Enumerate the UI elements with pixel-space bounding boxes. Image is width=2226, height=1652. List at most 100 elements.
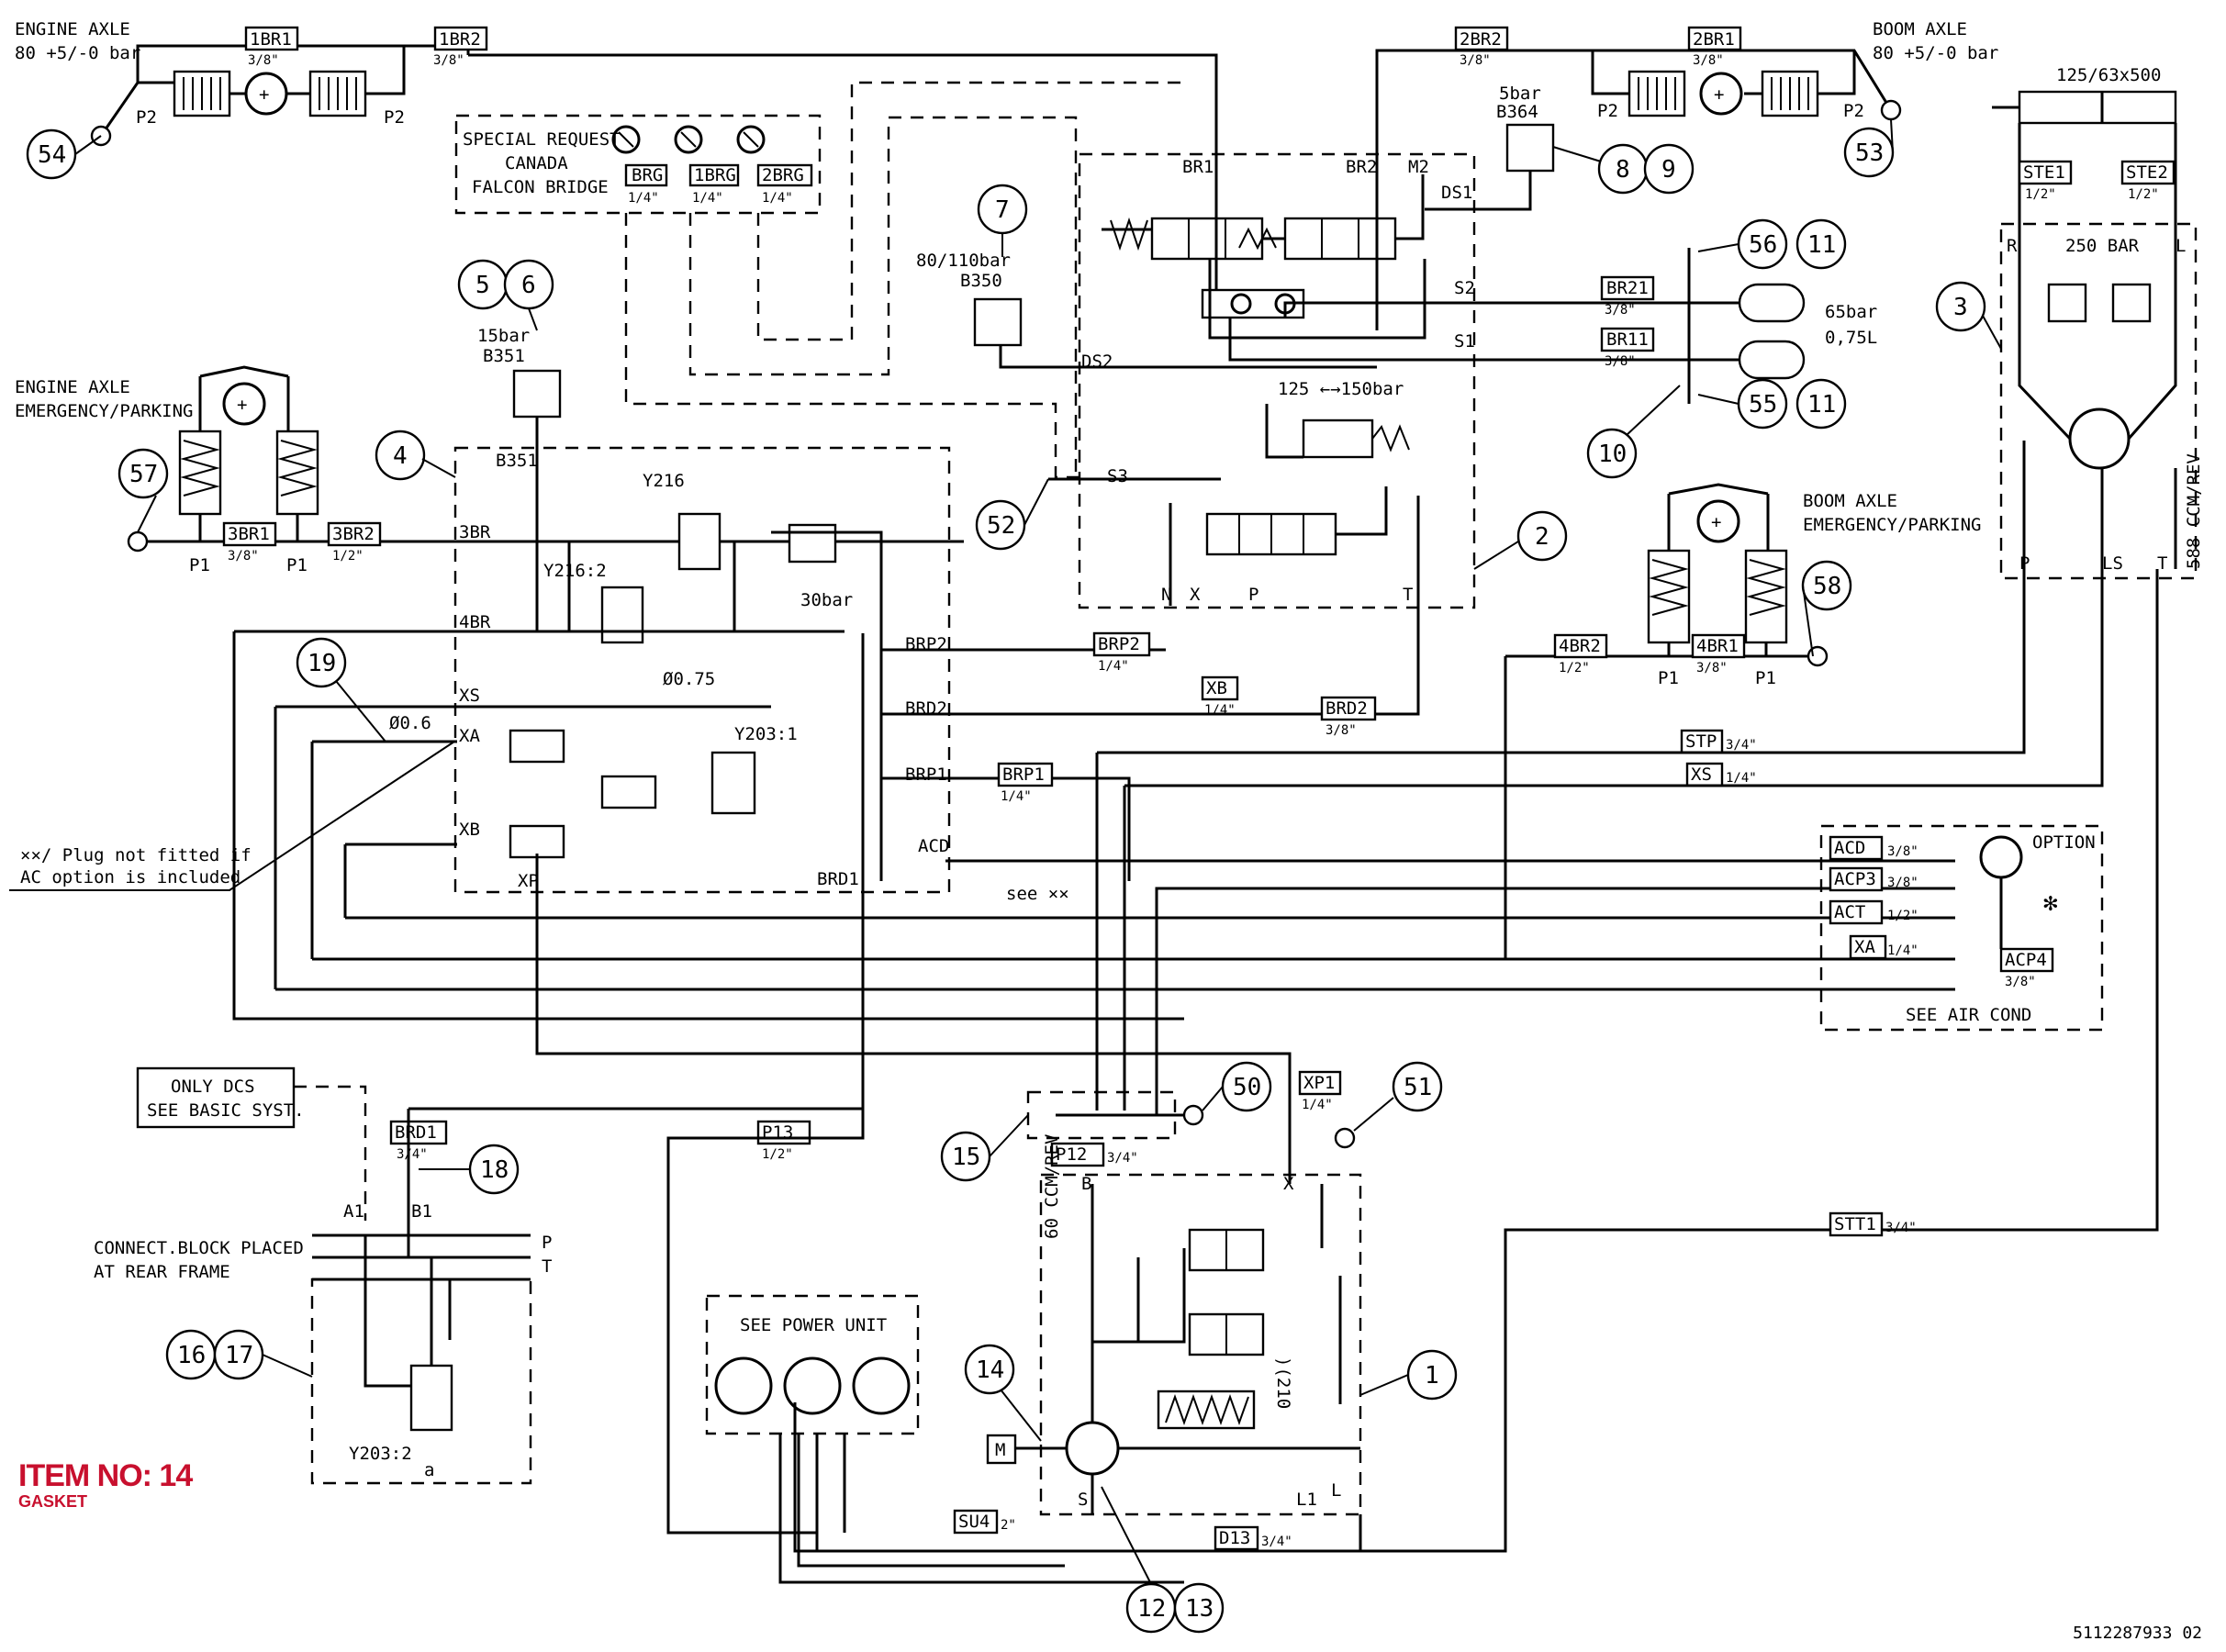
port-r: R [2007, 236, 2018, 256]
test-point-53 [1880, 99, 1902, 121]
label-b350: B350 [960, 271, 1002, 291]
hose-XP1-id: XP1 [1303, 1073, 1335, 1093]
port-3br: 3BR [459, 522, 491, 542]
label-orifice-06: Ø0.6 [389, 713, 431, 733]
callout-57: 57 [117, 448, 169, 499]
callout-8: 8 [1597, 143, 1649, 195]
label-y203-1: Y203:1 [734, 724, 798, 744]
port-p2c: P2 [1597, 101, 1618, 121]
callout-56: 56 [1737, 218, 1788, 270]
brake-valve-right [1283, 217, 1397, 261]
port-p2d: P2 [1843, 101, 1864, 121]
label-connect-block-1: CONNECT.BLOCK PLACED [94, 1238, 304, 1258]
callout-52: 52 [975, 499, 1026, 551]
label-see-xx: see ×× [1006, 884, 1069, 904]
port-ds2: DS2 [1081, 352, 1113, 372]
accumulators: 65bar 0,75L BR21 3/8" BR11 3/8" [1600, 248, 1877, 404]
callout-54: 54 [26, 128, 77, 180]
hose-XS-size: 1/4" [1726, 771, 1757, 786]
callout-3: 3 [1935, 281, 1986, 332]
svg-text:55: 55 [1749, 391, 1777, 419]
pump-symbol [714, 1356, 773, 1415]
connect-block-16-17: ONLY DCS SEE BASIC SYST. BRD1 3/4" A1 B1… [94, 1066, 865, 1485]
svg-text:18: 18 [480, 1156, 509, 1184]
callout-50: 50 [1221, 1061, 1272, 1112]
brake-valve-left [1150, 217, 1264, 261]
gauge-icon [674, 125, 703, 154]
port-a: a [424, 1460, 434, 1480]
engine-axle-brake-group: ENGINE AXLE 80 +5/-0 bar + P2 P2 1BR1 3/… [15, 19, 1218, 294]
hose-BRD2-size: 3/8" [1326, 723, 1357, 738]
svg-text:54: 54 [38, 141, 66, 169]
steering-cylinder [2018, 90, 2177, 125]
port-n: N [1161, 585, 1171, 605]
svg-text:17: 17 [225, 1342, 253, 1369]
steering-unit-3: 125/63x500 STE1 1/2" STE2 1/2" R L 250 B… [1992, 65, 2204, 580]
port-xa: XA [459, 726, 480, 746]
ac-compressor-symbol [1979, 835, 2023, 879]
port-p-rear: P [542, 1233, 552, 1253]
main-pump-symbol [1065, 1421, 1120, 1476]
port-x: X [1190, 585, 1201, 605]
callout-12: 12 [1125, 1582, 1177, 1634]
hose-SU4-size: 2" [1001, 1518, 1016, 1533]
svg-text:50: 50 [1233, 1074, 1261, 1101]
hose-1BR2 [433, 26, 488, 51]
svg-text:+: + [1714, 84, 1724, 105]
hose-ACP3-size: 3/8" [1887, 876, 1918, 890]
hose-P13-id: BRD1 [395, 1122, 437, 1143]
only-dcs-box [136, 1066, 296, 1129]
label-option: OPTION [2032, 832, 2096, 853]
hose-3BR2-size: 1/2" [332, 549, 364, 564]
label-y203-2: Y203:2 [349, 1444, 412, 1464]
svg-text:16: 16 [177, 1342, 206, 1369]
hose-STT1-size: 3/4" [1885, 1221, 1917, 1235]
hose-2BR1-id: 2BR1 [1693, 29, 1735, 50]
port-steer-t: T [2157, 553, 2167, 574]
label-boom-axle-em2: EMERGENCY/PARKING [1803, 515, 1981, 535]
callout-10: 10 [1586, 428, 1638, 479]
accumulator-lower [1738, 340, 1806, 380]
svg-text:58: 58 [1813, 573, 1841, 600]
svg-text:2: 2 [1535, 523, 1549, 551]
callout-6: 6 [503, 259, 554, 310]
label-80-110bar: 80/110bar [916, 251, 1011, 271]
hose-STP-id: STP [1685, 731, 1717, 752]
svg-text:11: 11 [1807, 231, 1836, 259]
hose-3BR1-size: 3/8" [228, 549, 259, 564]
callouts: 54 53 8 9 7 5 6 56 11 55 11 10 3 4 57 2 … [26, 118, 2002, 1634]
label-125-150bar: 125 ←→150bar [1278, 379, 1404, 399]
hose-2BRG-size: 1/4" [762, 191, 793, 206]
hose-XA-size: 1/4" [1887, 943, 1918, 958]
label-65bar: 65bar [1825, 302, 1877, 322]
label-engine-axle-pressure: 80 +5/-0 bar [15, 43, 140, 63]
label-boom-axle: BOOM AXLE [1873, 19, 1967, 39]
hose-BRP2-id: BRP2 [1098, 634, 1140, 654]
callout-17: 17 [213, 1329, 264, 1380]
label-plug-note-2: AC option is included [20, 867, 240, 887]
label-30bar: 30bar [800, 590, 853, 610]
relief-valve-30bar [788, 523, 837, 564]
callout-51: 51 [1392, 1061, 1443, 1112]
port-t: T [1403, 585, 1413, 605]
label-plug-note-1: ××/ Plug not fitted if [20, 845, 252, 865]
boom-axle-brake-group: BOOM AXLE 80 +5/-0 bar + P2 P2 2BR2 3/8"… [1375, 19, 1998, 330]
label-5bar: 5bar [1499, 84, 1541, 104]
port-p1b: P1 [286, 555, 308, 575]
label-b364: B364 [1496, 102, 1538, 122]
port-p1a: P1 [189, 555, 210, 575]
hose-ACP4-id: ACP4 [2005, 950, 2047, 970]
hose-4BR2-size: 1/2" [1559, 661, 1590, 675]
hose-ACP4-size: 3/8" [2005, 975, 2036, 989]
port-p2b: P2 [384, 107, 405, 128]
hose-XS-id: XS [1691, 765, 1712, 785]
hose-2BR1-size: 3/8" [1693, 53, 1724, 68]
svg-text:19: 19 [308, 650, 336, 677]
test-point-50 [1182, 1104, 1204, 1126]
label-see-air-cond: SEE AIR COND [1906, 1005, 2031, 1025]
svg-text:1: 1 [1425, 1362, 1439, 1390]
hose-1BR2-size: 3/8" [433, 53, 464, 68]
port-acd: ACD [918, 836, 949, 856]
document-number: 5112287933 02 [2073, 1624, 2202, 1643]
pump-symbol [852, 1356, 911, 1415]
